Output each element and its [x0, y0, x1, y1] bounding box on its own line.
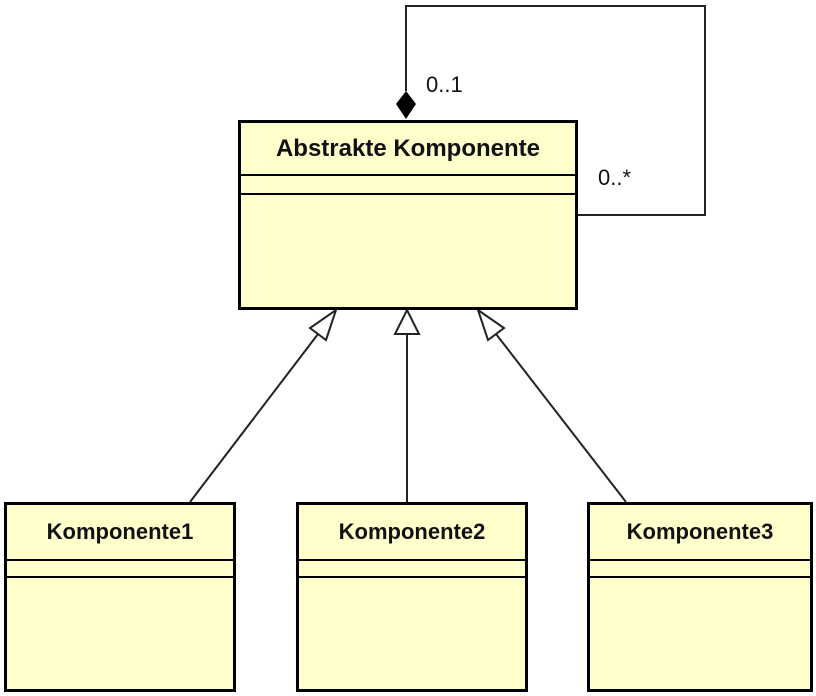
class-komponente3[interactable]: Komponente3: [587, 502, 813, 692]
generalization-line-k3: [495, 333, 627, 503]
composition-loop-line: [405, 5, 706, 216]
multiplicity-label-0-1: 0..1: [426, 72, 463, 97]
class-komponente1[interactable]: Komponente1: [4, 502, 236, 692]
composition-diamond-icon: [396, 91, 416, 119]
class-name: Komponente3: [590, 505, 810, 561]
class-name: Abstrakte Komponente: [241, 123, 575, 176]
class-name: Komponente1: [7, 505, 233, 561]
multiplicity-label-0-many: 0..*: [598, 165, 632, 190]
class-attributes-section: [590, 561, 810, 578]
generalization-line-k1: [189, 333, 319, 503]
inheritance-arrow-icon: [308, 307, 338, 342]
class-name: Komponente2: [299, 505, 525, 561]
class-attributes-section: [299, 561, 525, 578]
inheritance-arrow-icon: [476, 307, 506, 342]
class-abstrakte-komponente[interactable]: Abstrakte Komponente: [238, 120, 578, 310]
class-komponente2[interactable]: Komponente2: [296, 502, 528, 692]
class-attributes-section: [241, 176, 575, 195]
class-attributes-section: [7, 561, 233, 578]
inheritance-arrow-icon: [393, 307, 421, 335]
